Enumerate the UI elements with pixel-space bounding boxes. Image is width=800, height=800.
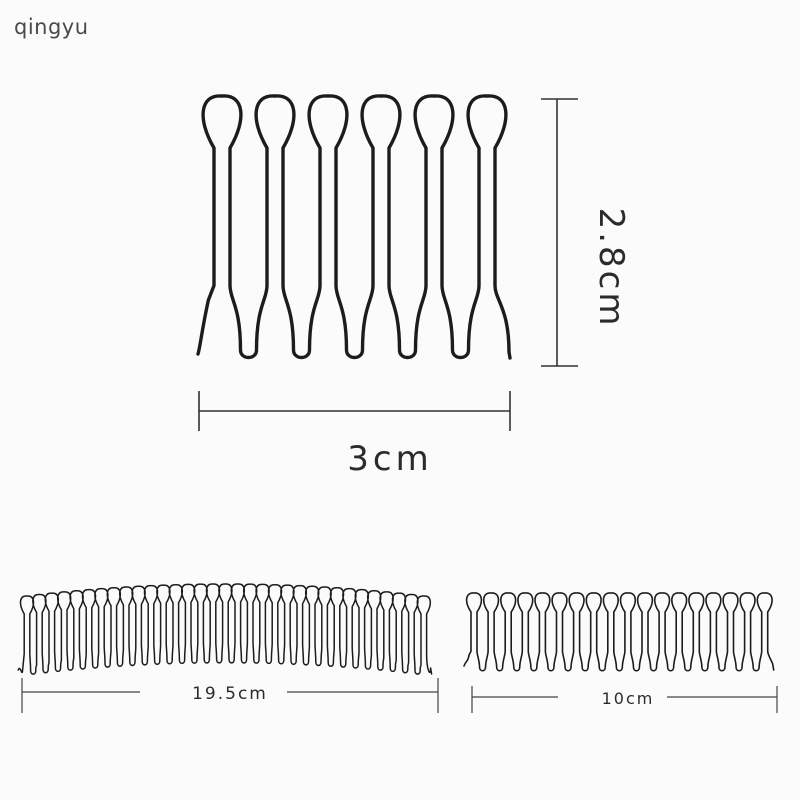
long-length-dimension — [21, 678, 439, 713]
short-length-label: 10cm — [602, 689, 655, 708]
watermark-text: qingyu — [14, 15, 89, 39]
height-label: 2.8cm — [591, 208, 631, 329]
long-length-label: 19.5cm — [192, 684, 268, 704]
height-dimension — [541, 98, 578, 367]
short-length-dimension — [471, 686, 778, 713]
width-dimension — [198, 391, 511, 431]
main-comb-illustration — [196, 94, 512, 360]
short-comb-illustration — [463, 592, 775, 672]
width-label: 3cm — [347, 439, 432, 479]
long-comb-illustration — [17, 583, 433, 675]
